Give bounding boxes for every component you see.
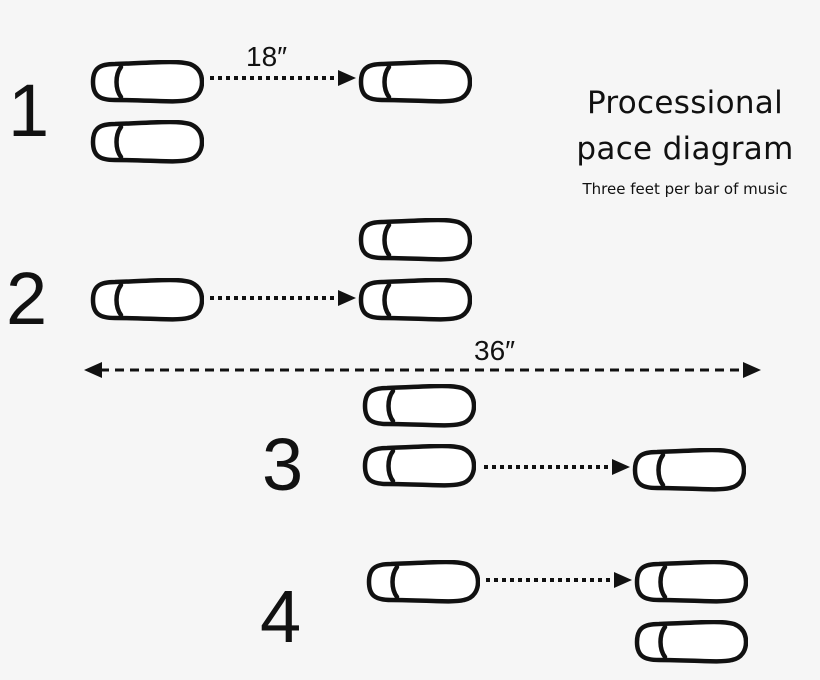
span-arrow (84, 362, 761, 378)
step-destination-shoe-icon (635, 450, 744, 489)
step-arrow-1 (210, 70, 356, 86)
step-destination-shoe-icon (361, 280, 470, 319)
step-origin-shoe-icon (369, 562, 478, 601)
step-arrow-3 (484, 459, 630, 475)
step-destination-shoe-icon (637, 562, 746, 601)
step-number-3: 3 (262, 423, 303, 506)
title-line-1: Processional (586, 85, 784, 121)
step-origin-shoe-icon (365, 446, 474, 485)
step-arrow-4 (486, 572, 632, 588)
right-foot-shoe-icon (93, 122, 202, 161)
step-number-1: 1 (8, 69, 49, 152)
left-foot-shoe-icon (365, 386, 474, 425)
subtitle: Three feet per bar of music (582, 180, 788, 198)
right-foot-shoe-icon (637, 622, 746, 661)
title-line-2: pace diagram (576, 131, 794, 167)
step-destination-shoe-icon (361, 62, 470, 101)
step-origin-shoe-icon (93, 280, 202, 319)
step-number-2: 2 (6, 257, 47, 340)
title-block: Processional pace diagram Three feet per… (560, 80, 810, 204)
left-foot-shoe-icon (93, 62, 202, 101)
span-length-label: 36″ (474, 335, 515, 366)
step-number-4: 4 (260, 575, 301, 658)
step-arrow-2 (210, 290, 356, 306)
left-foot-shoe-icon (361, 220, 470, 259)
step-length-label: 18″ (246, 41, 287, 72)
